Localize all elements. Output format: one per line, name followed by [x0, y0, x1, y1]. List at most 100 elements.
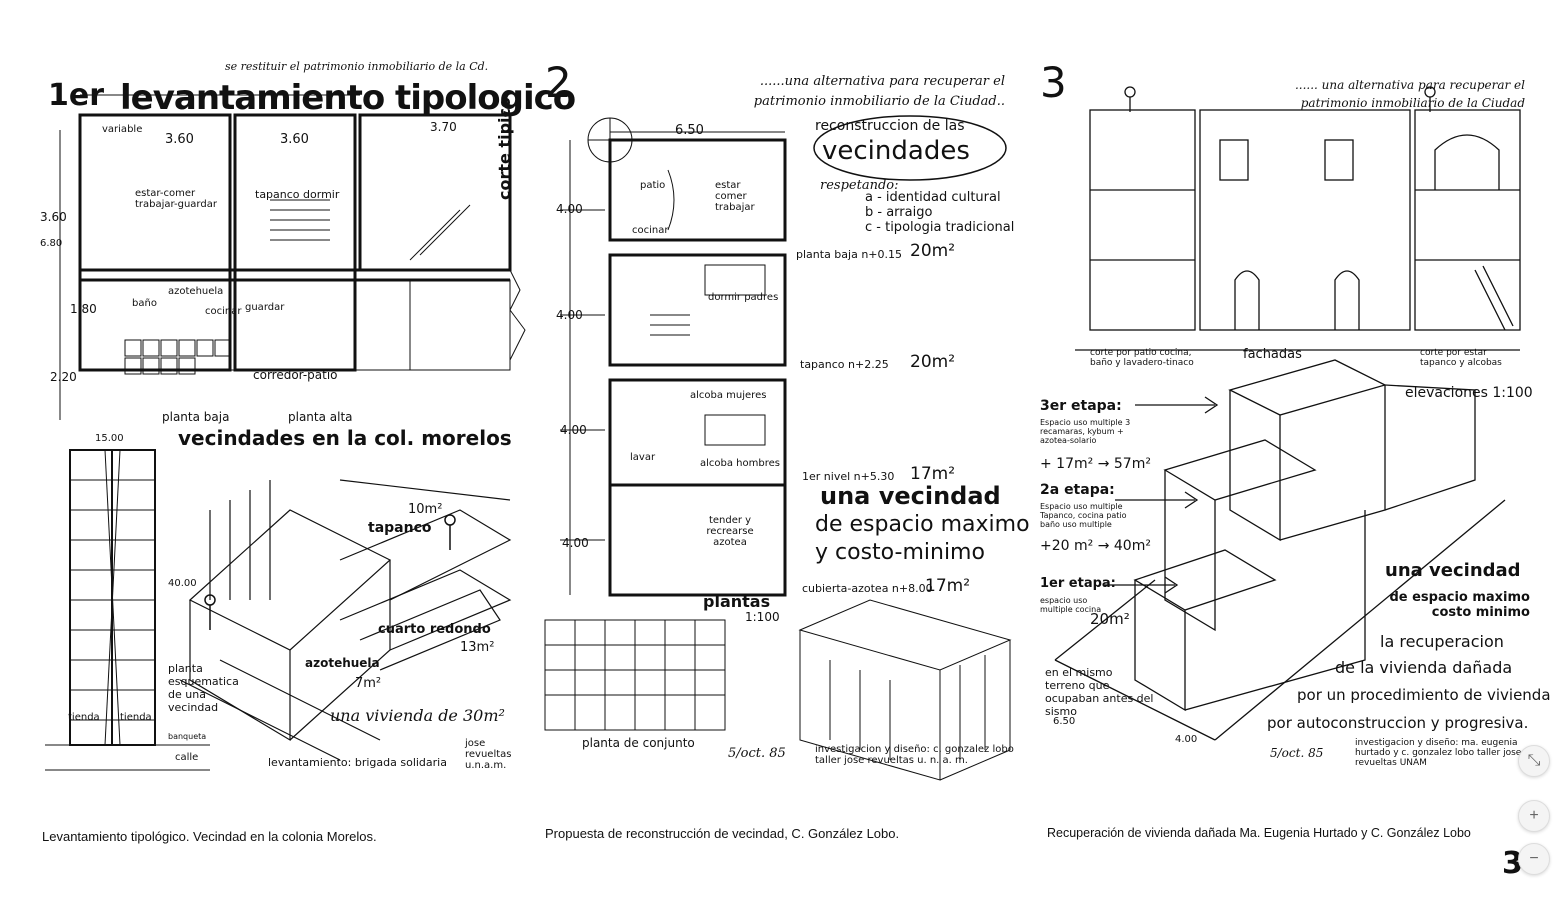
- panel3-date: 5/oct. 85: [1270, 746, 1324, 760]
- list-tipologia: c - tipologia tradicional: [865, 220, 1015, 235]
- fit-screen-button[interactable]: ⤡: [1518, 745, 1550, 777]
- panel3-number: 3: [1040, 58, 1067, 107]
- room-azotehuela: azotehuela: [168, 286, 224, 297]
- cloud-line1: reconstruccion de las: [815, 118, 965, 134]
- panel1-heading2: vecindades en la col. morelos: [178, 426, 512, 450]
- iso-una-vivienda: una vivienda de 30m²: [330, 706, 505, 725]
- level-cubierta: cubierta-azotea n+8.00: [802, 582, 933, 595]
- plan-dormir: dormir padres: [708, 292, 779, 303]
- iso-13m2: 13m²: [460, 640, 495, 655]
- panel3-slogan1: una vecindad: [1385, 560, 1521, 581]
- respetando-label: respetando:: [820, 178, 899, 193]
- panel-recuperacion: 3 ...... una alternativa para recuperar …: [1035, 40, 1551, 800]
- room-cocinar: cocinar: [205, 306, 242, 317]
- panel3-ground: en el mismo terreno que ocupaban antes d…: [1045, 666, 1154, 718]
- dim-3-60-b: 3.60: [280, 132, 309, 147]
- panel2-date: 5/oct. 85: [728, 746, 786, 761]
- panel2-conjunto: planta de conjunto: [582, 736, 695, 750]
- panel3-sketch: [1054, 86, 1521, 741]
- iso-azotehuela: azotehuela: [305, 656, 380, 670]
- dim-4-00-c: 4.00: [560, 423, 587, 437]
- dim-4-00-d: 4.00: [562, 536, 589, 550]
- zoom-in-button[interactable]: +: [1518, 800, 1550, 832]
- iso-cuarto-redondo: cuarto redondo: [378, 622, 491, 637]
- list-arraigo: b - arraigo: [865, 205, 933, 220]
- plan-tender: tender y recrearse azotea: [706, 515, 754, 548]
- panel2-subtitle: ......una alternativa para recuperar el …: [753, 74, 1005, 109]
- plan-patio: patio: [640, 180, 666, 191]
- room-bano: baño: [132, 298, 157, 309]
- iso-7m2: 7m²: [355, 676, 382, 691]
- panel-reconstruccion: 2 ......una alternativa para recuperar e…: [540, 40, 1030, 800]
- dim-6-50: 6.50: [675, 123, 704, 138]
- caption-panel3: Recuperación de vivienda dañada Ma. Euge…: [1047, 826, 1471, 840]
- stage1-area: 20m²: [1090, 610, 1130, 628]
- zoom-out-button[interactable]: −: [1518, 843, 1550, 875]
- room-guardar: guardar: [245, 302, 285, 313]
- panel1-title: levantamiento tipologico: [120, 78, 576, 118]
- dim-left-6-80: 6.80: [40, 238, 63, 249]
- plan-banqueta: banqueta: [168, 732, 207, 741]
- level-planta-baja-area: 20m²: [910, 241, 956, 261]
- panel1-number: 1er: [48, 78, 105, 113]
- room-tapanco: tapanco dormir: [255, 188, 340, 201]
- plan-lavar: lavar: [630, 452, 656, 463]
- panel1-credit: levantamiento: brigada solidaria: [268, 756, 447, 769]
- stage1-title: 1er etapa:: [1040, 576, 1116, 591]
- panel1-side-label: corte tipico: [495, 97, 514, 200]
- dim-left-3-60: 3.60: [40, 210, 67, 224]
- panel2-scale: 1:100: [745, 610, 780, 624]
- recovery-1: la recuperacion: [1380, 632, 1504, 651]
- recovery-2: de la vivienda dañada: [1335, 658, 1513, 677]
- dim-3-70: 3.70: [430, 120, 457, 134]
- panel2-slogan2: de espacio maximo: [815, 512, 1030, 537]
- stage2-area: +20 m² → 40m²: [1040, 538, 1151, 554]
- panel1-subtitle: se restituir el patrimonio inmobiliario …: [225, 60, 489, 73]
- dim-left-1-80: 1.80: [70, 302, 97, 316]
- panel2-number: 2: [545, 58, 572, 107]
- panel3-credits: investigacion y diseño: ma. eugenia hurt…: [1355, 738, 1522, 768]
- stage1-text: espacio uso multiple cocina: [1040, 596, 1102, 614]
- section-fachadas: fachadas: [1243, 347, 1302, 362]
- page-number: 3: [1502, 846, 1523, 881]
- plan-calle: calle: [175, 752, 199, 763]
- plan-tienda-1: tienda: [68, 712, 100, 723]
- dim-4-00-a: 4.00: [556, 202, 583, 216]
- panel3-dim-6-50: 6.50: [1053, 716, 1076, 727]
- plus-icon: +: [1529, 807, 1539, 824]
- stage3-area: + 17m² → 57m²: [1040, 456, 1151, 472]
- panel2-credits: investigacion y diseño: c. gonzalez lobo…: [815, 744, 1014, 766]
- level-1er-nivel-area: 17m²: [910, 464, 956, 484]
- fit-screen-icon: ⤡: [1527, 752, 1541, 769]
- panel-levantamiento: 1er levantamiento tipologico se restitui…: [40, 40, 576, 800]
- panel3-subtitle: ...... una alternativa para recuperar el…: [1294, 78, 1525, 110]
- level-1er-nivel: 1er nivel n+5.30: [802, 470, 895, 483]
- dim-40-00: 40.00: [168, 578, 197, 589]
- room-estar: estar-comer trabajar-guardar: [135, 188, 217, 210]
- minus-icon: −: [1529, 850, 1539, 867]
- dim-15-00: 15.00: [95, 433, 124, 444]
- plan-estar: estar comer trabajar: [715, 180, 755, 213]
- panel2-sketch: [544, 115, 1012, 781]
- section-estar: corte por estar tapanco y alcobas: [1420, 348, 1502, 368]
- panel1-credit-2: jose revueltas u.n.a.m.: [465, 738, 512, 771]
- level-cubierta-area: 17m²: [925, 576, 971, 596]
- panel3-slogan2: de espacio maximo costo minimo: [1389, 590, 1530, 620]
- iso-10m2: 10m²: [408, 502, 443, 517]
- recovery-4: por autoconstruccion y progresiva.: [1267, 714, 1529, 732]
- label-planta-baja: planta baja: [162, 410, 230, 424]
- plan-cocinar: cocinar: [632, 225, 669, 236]
- level-tapanco: tapanco n+2.25: [800, 358, 889, 371]
- list-identidad: a - identidad cultural: [865, 190, 1001, 205]
- caption-panel2: Propuesta de reconstrucción de vecindad,…: [545, 826, 900, 841]
- stage2-text: Espacio uso multiple Tapanco, cocina pat…: [1040, 502, 1127, 529]
- panel3-elevaciones: elevaciones 1:100: [1405, 385, 1533, 401]
- level-planta-baja: planta baja n+0.15: [796, 248, 902, 261]
- section-patio: corte por patio cocina, baño y lavadero-…: [1090, 348, 1194, 368]
- level-tapanco-area: 20m²: [910, 352, 956, 372]
- plan-alcoba-hombres: alcoba hombres: [700, 458, 780, 469]
- iso-planta-esquematica: planta esquematica de una vecindad: [168, 662, 239, 714]
- stage2-title: 2a etapa:: [1040, 482, 1115, 498]
- panel2-plantas: plantas: [703, 592, 771, 611]
- caption-panel1: Levantamiento tipológico. Vecindad en la…: [42, 829, 377, 844]
